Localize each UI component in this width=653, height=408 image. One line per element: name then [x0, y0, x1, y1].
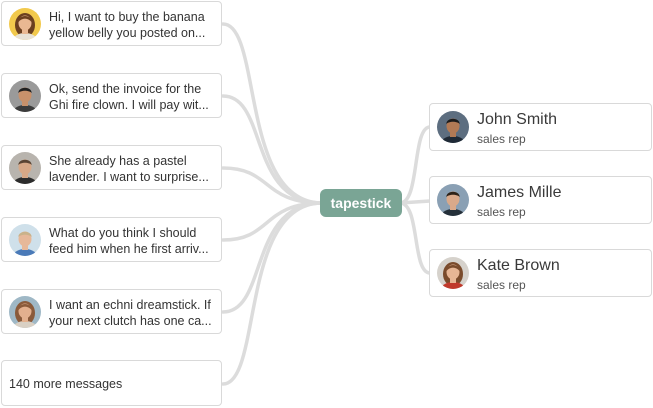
- message-line-1: She already has a pastel: [49, 154, 187, 168]
- message-line-2: yellow belly you posted on...: [49, 26, 206, 40]
- person-card[interactable]: Kate Brown sales rep: [429, 249, 652, 297]
- message-line-2: feed him when he first arriv...: [49, 242, 209, 256]
- person-name: James Mille: [477, 184, 562, 201]
- woman-avatar-icon: [437, 257, 469, 289]
- message-preview: I want an echni dreamstick. If your next…: [49, 297, 217, 329]
- message-line-2: Ghi fire clown. I will pay wit...: [49, 98, 209, 112]
- message-line-2: your next clutch has one ca...: [49, 314, 212, 328]
- message-card[interactable]: What do you think I should feed him when…: [1, 217, 222, 262]
- message-card[interactable]: Hi, I want to buy the banana yellow bell…: [1, 1, 222, 46]
- message-preview: Ok, send the invoice for the Ghi fire cl…: [49, 81, 217, 113]
- man-avatar-icon: [9, 80, 41, 112]
- message-card[interactable]: Ok, send the invoice for the Ghi fire cl…: [1, 73, 222, 118]
- connector-line: [221, 166, 324, 205]
- message-line-1: Ok, send the invoice for the: [49, 82, 202, 96]
- person-role: sales rep: [477, 205, 526, 219]
- message-line-1: I want an echni dreamstick. If: [49, 298, 211, 312]
- connector-line: [398, 199, 432, 205]
- connector-line: [221, 201, 324, 386]
- man-avatar-icon: [9, 152, 41, 184]
- woman-avatar-icon: [9, 8, 41, 40]
- message-preview: Hi, I want to buy the banana yellow bell…: [49, 9, 217, 41]
- message-line-1: What do you think I should: [49, 226, 197, 240]
- message-line-2: lavender. I want to surprise...: [49, 170, 209, 184]
- more-messages-card[interactable]: 140 more messages: [1, 360, 222, 406]
- connector-line: [221, 22, 324, 205]
- man-avatar-icon: [9, 224, 41, 256]
- connector-line: [221, 94, 324, 205]
- man-avatar-icon: [437, 111, 469, 143]
- message-card[interactable]: I want an echni dreamstick. If your next…: [1, 289, 222, 334]
- message-preview: What do you think I should feed him when…: [49, 225, 217, 257]
- more-messages-label: 140 more messages: [9, 377, 123, 391]
- connector-line: [398, 201, 432, 275]
- person-card[interactable]: John Smith sales rep: [429, 103, 652, 151]
- message-line-1: Hi, I want to buy the banana: [49, 10, 205, 24]
- person-card[interactable]: James Mille sales rep: [429, 176, 652, 224]
- hub-node[interactable]: tapestick: [320, 189, 402, 217]
- woman-avatar-icon: [9, 296, 41, 328]
- message-card[interactable]: She already has a pastel lavender. I wan…: [1, 145, 222, 190]
- person-role: sales rep: [477, 132, 526, 146]
- person-name: John Smith: [477, 111, 558, 128]
- message-preview: She already has a pastel lavender. I wan…: [49, 153, 217, 185]
- man-avatar-icon: [437, 184, 469, 216]
- person-name: Kate Brown: [477, 257, 560, 274]
- connector-line: [398, 125, 432, 205]
- person-role: sales rep: [477, 278, 526, 292]
